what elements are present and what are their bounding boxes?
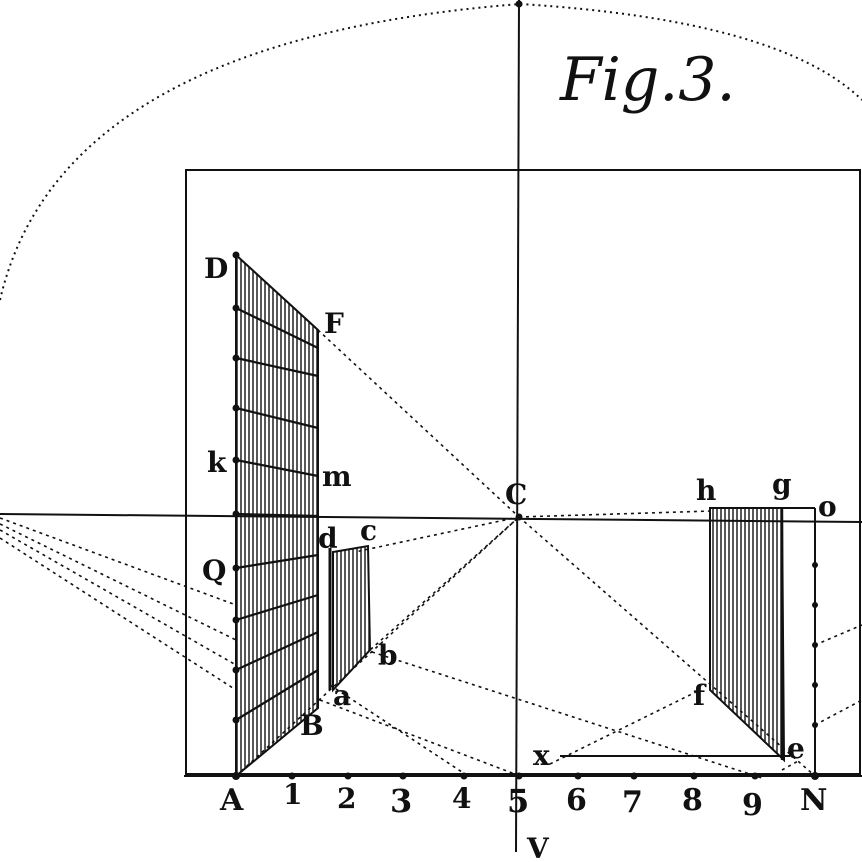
label-g: g bbox=[772, 468, 792, 501]
label-f: f bbox=[693, 679, 707, 712]
label-B: B bbox=[300, 709, 324, 742]
ground-label-3: 3 bbox=[390, 782, 412, 820]
label-V: V bbox=[526, 832, 550, 862]
ground-label-1: 1 bbox=[283, 778, 302, 811]
label-F: F bbox=[324, 307, 344, 340]
vertical-axis bbox=[515, 0, 520, 853]
label-x: x bbox=[533, 739, 550, 772]
right-side-points bbox=[515, 0, 818, 728]
ground-label-6: 6 bbox=[566, 783, 587, 818]
ground-line-labels: A 1 2 3 4 5 6 7 8 9 N bbox=[219, 778, 827, 823]
right-panel bbox=[709, 507, 786, 763]
figure-title: Fig.3. bbox=[559, 45, 736, 115]
left-wall-points bbox=[232, 251, 240, 724]
label-e: e bbox=[787, 732, 805, 765]
left-wall-transversals bbox=[235, 307, 319, 721]
ground-label-2: 2 bbox=[337, 782, 356, 815]
label-d: d bbox=[318, 522, 338, 555]
ground-label-7: 7 bbox=[622, 785, 643, 820]
label-h: h bbox=[696, 474, 716, 507]
label-k: k bbox=[207, 446, 227, 479]
distance-circle-arc bbox=[0, 2, 862, 301]
ground-label-A: A bbox=[219, 783, 244, 818]
label-C: C bbox=[505, 478, 527, 511]
ground-label-5: 5 bbox=[507, 782, 529, 820]
label-m: m bbox=[322, 460, 352, 493]
picture-frame bbox=[185, 169, 861, 775]
label-b: b bbox=[378, 639, 398, 672]
label-o: o bbox=[818, 490, 837, 523]
label-Q: Q bbox=[202, 554, 226, 587]
ground-label-N: N bbox=[800, 783, 827, 818]
ground-label-9: 9 bbox=[742, 788, 763, 823]
label-c: c bbox=[360, 514, 377, 547]
ground-line-points bbox=[232, 772, 819, 780]
label-D: D bbox=[204, 252, 228, 285]
ground-label-4: 4 bbox=[452, 782, 471, 815]
ground-label-8: 8 bbox=[682, 783, 703, 818]
small-panel bbox=[332, 544, 372, 693]
label-a: a bbox=[333, 679, 351, 712]
